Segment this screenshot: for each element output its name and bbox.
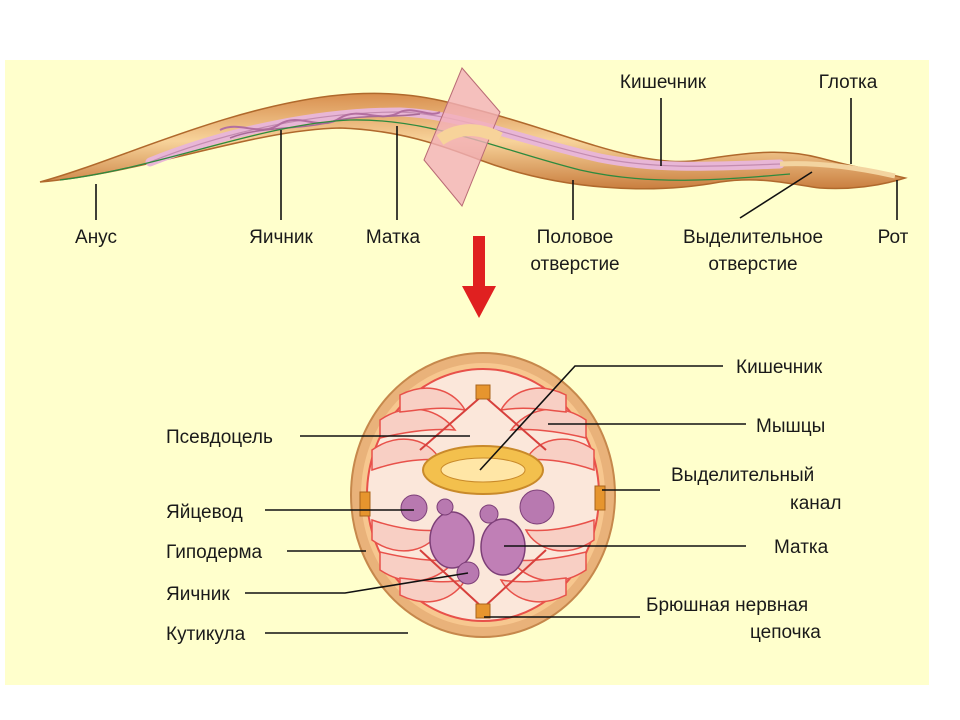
section-leaders xyxy=(245,365,746,634)
label-intestine-section: Кишечник xyxy=(736,357,823,378)
label-cuticle: Кутикула xyxy=(166,624,246,645)
label-uterus-worm: Матка xyxy=(366,227,421,248)
label-nerve-cord-1: Брюшная нервная xyxy=(646,595,808,616)
label-excretory-canal-1: Выделительный xyxy=(671,465,814,486)
label-muscles: Мышцы xyxy=(756,416,825,437)
worm-body xyxy=(39,67,908,207)
cross-section xyxy=(350,352,616,638)
label-ovary-worm: Яичник xyxy=(249,227,313,248)
label-anus: Анус xyxy=(75,227,117,248)
label-genital-1: Половое xyxy=(537,227,614,248)
section-plane xyxy=(423,67,501,207)
label-pseudocoel: Псевдоцель xyxy=(166,427,273,448)
label-excretory-1: Выделительное xyxy=(683,227,823,248)
label-excretory-canal-2: канал xyxy=(790,493,841,514)
label-pharynx: Глотка xyxy=(819,72,878,93)
label-ovary-section: Яичник xyxy=(166,584,230,605)
label-oviduct: Яйцевод xyxy=(166,502,243,523)
down-arrow-icon xyxy=(462,236,496,318)
label-intestine-worm: Кишечник xyxy=(620,72,707,93)
label-nerve-cord-2: цепочка xyxy=(750,622,821,643)
label-excretory-2: отверстие xyxy=(708,254,797,275)
label-genital-2: отверстие xyxy=(530,254,619,275)
worm-ovary-coil xyxy=(219,109,441,131)
label-uterus-section: Матка xyxy=(774,537,829,558)
worm-pharynx xyxy=(779,161,896,179)
worm-leaders xyxy=(95,98,898,220)
label-mouth: Рот xyxy=(878,227,909,248)
label-hypodermis: Гиподерма xyxy=(166,542,263,563)
